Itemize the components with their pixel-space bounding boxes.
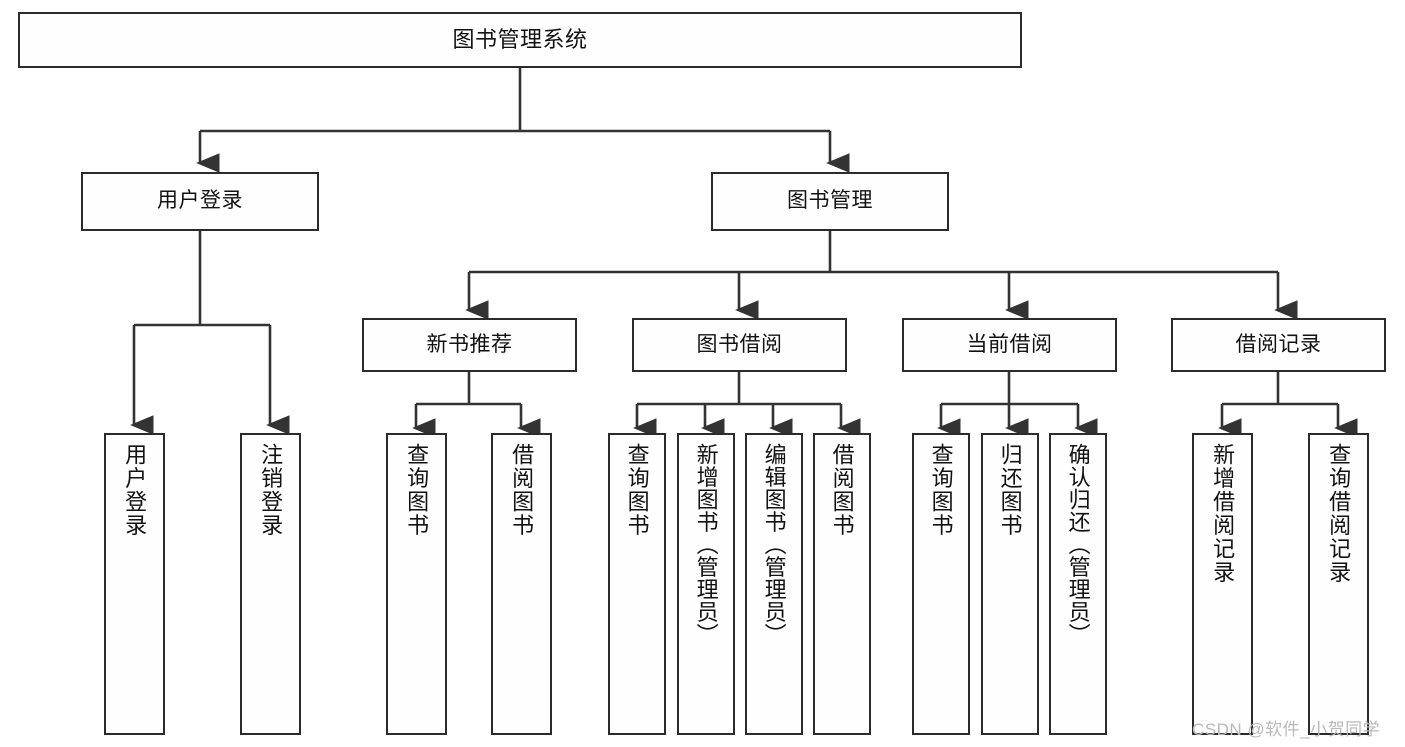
node-user-login[interactable]: 用户登录 [81, 172, 319, 231]
node-leaf-query-book-current-label: 查询图书 [928, 443, 954, 537]
node-leaf-edit-book[interactable]: 编辑图书（管理员） [745, 433, 803, 735]
node-leaf-edit-book-label: 编辑图书（管理员） [761, 443, 787, 646]
node-book-borrow[interactable]: 图书借阅 [632, 318, 847, 372]
node-leaf-user-logout[interactable]: 注销登录 [240, 433, 301, 735]
node-leaf-confirm-return[interactable]: 确认归还（管理员） [1049, 433, 1107, 735]
node-user-login-label: 用户登录 [157, 189, 243, 213]
node-leaf-borrow-book-recommend-label: 借阅图书 [509, 443, 535, 537]
node-borrow-record-label: 借阅记录 [1235, 332, 1322, 356]
node-leaf-confirm-return-label: 确认归还（管理员） [1065, 443, 1091, 646]
node-leaf-return-book[interactable]: 归还图书 [981, 433, 1039, 735]
node-book-borrow-label: 图书借阅 [696, 332, 783, 356]
node-leaf-add-borrow-record[interactable]: 新增借阅记录 [1192, 433, 1253, 735]
node-root-system[interactable]: 图书管理系统 [18, 12, 1022, 68]
node-leaf-add-borrow-record-label: 新增借阅记录 [1210, 443, 1236, 584]
node-leaf-user-login[interactable]: 用户登录 [104, 433, 165, 735]
watermark-credit: CSDN @软件_小贺同学 [1192, 720, 1381, 739]
node-borrow-record[interactable]: 借阅记录 [1171, 318, 1386, 372]
node-leaf-user-login-label: 用户登录 [122, 443, 148, 537]
node-leaf-query-borrow-record-label: 查询借阅记录 [1326, 443, 1352, 584]
node-leaf-borrow-book-label: 借阅图书 [829, 443, 855, 537]
node-current-borrow[interactable]: 当前借阅 [902, 318, 1117, 372]
node-root-system-label: 图书管理系统 [452, 27, 588, 53]
node-current-borrow-label: 当前借阅 [966, 332, 1053, 356]
node-leaf-borrow-book-recommend[interactable]: 借阅图书 [491, 433, 552, 735]
node-leaf-query-book-recommend-label: 查询图书 [404, 443, 430, 537]
node-new-book-recommend[interactable]: 新书推荐 [362, 318, 577, 372]
node-book-manage[interactable]: 图书管理 [711, 172, 949, 231]
node-new-book-recommend-label: 新书推荐 [426, 332, 513, 356]
node-leaf-return-book-label: 归还图书 [997, 443, 1023, 537]
node-book-manage-label: 图书管理 [787, 189, 873, 213]
node-leaf-user-logout-label: 注销登录 [258, 443, 284, 537]
node-leaf-query-book-borrow-label: 查询图书 [624, 443, 650, 537]
node-leaf-query-book-recommend[interactable]: 查询图书 [386, 433, 447, 735]
node-leaf-query-book-current[interactable]: 查询图书 [912, 433, 970, 735]
node-leaf-query-borrow-record[interactable]: 查询借阅记录 [1308, 433, 1369, 735]
node-leaf-add-book[interactable]: 新增图书（管理员） [677, 433, 735, 735]
node-leaf-borrow-book[interactable]: 借阅图书 [813, 433, 871, 735]
node-leaf-add-book-label: 新增图书（管理员） [693, 443, 719, 646]
node-leaf-query-book-borrow[interactable]: 查询图书 [608, 433, 666, 735]
